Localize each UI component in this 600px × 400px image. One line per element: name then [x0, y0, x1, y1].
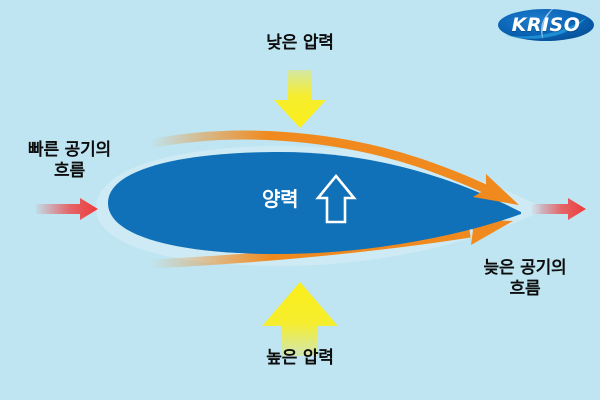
inflow-red-arrow — [36, 198, 98, 220]
upper-streamline-arrow — [149, 130, 519, 205]
label-lift: 양력 — [262, 187, 299, 211]
low-pressure-down-arrow — [274, 70, 326, 128]
label-high-pressure: 높은 압력 — [266, 348, 334, 368]
high-pressure-up-arrow — [262, 282, 338, 356]
kriso-logo: KRISO — [497, 5, 595, 45]
airfoil-cross-section — [108, 152, 521, 254]
kriso-logo-mark — [498, 7, 594, 41]
label-slow-air-flow: 늦은 공기의 흐름 — [483, 258, 567, 300]
outflow-red-arrow — [532, 198, 586, 220]
kriso-logo-text: KRISO — [511, 14, 581, 36]
label-fast-air-flow: 빠른 공기의 흐름 — [28, 140, 111, 182]
lift-up-arrow — [315, 173, 357, 224]
label-low-pressure: 낮은 압력 — [266, 33, 334, 53]
